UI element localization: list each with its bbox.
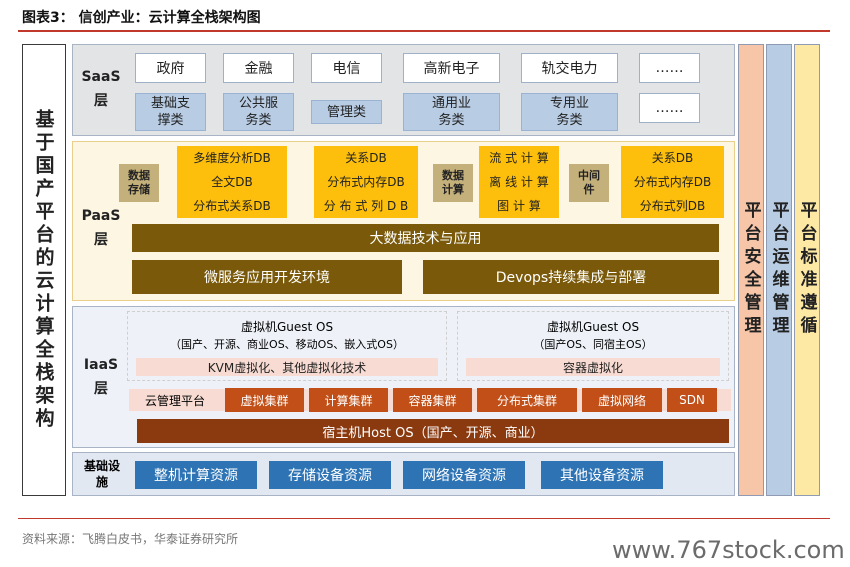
saas-row1-item: 高新电子 bbox=[403, 53, 500, 83]
architecture-label: 基于国产平台的云计算全栈架构 bbox=[32, 109, 55, 431]
source-note: 资料来源：飞腾白皮书，华泰证券研究所 bbox=[22, 532, 239, 546]
saas-row2-item: 专用业务类 bbox=[521, 93, 618, 131]
paas-storage-item: 分布式关系DB bbox=[193, 199, 271, 213]
infra-item: 存储设备资源 bbox=[269, 461, 391, 489]
paas-storage-item: 多维度分析DB bbox=[193, 151, 271, 165]
watermark: www.767stock.com bbox=[612, 536, 845, 564]
platform-security-column: 平台安全管理 bbox=[738, 44, 764, 496]
cluster-box: 分布式集群 bbox=[477, 388, 577, 412]
saas-row2-item: …… bbox=[639, 93, 700, 123]
vm1-subtitle: （国产、开源、商业OS、移动OS、嵌入式OS） bbox=[170, 338, 404, 351]
saas-layer: SaaS层 政府 金融 电信 高新电子 轨交电力 …… 基础支撑类 公共服务类 … bbox=[72, 44, 735, 136]
platform-standard-label: 平台标准遵循 bbox=[796, 201, 817, 339]
paas-tag-middleware: 中间件 bbox=[569, 164, 609, 202]
cluster-box: 虚拟集群 bbox=[225, 388, 304, 412]
paas-microservice-bar: 微服务应用开发环境 bbox=[132, 260, 402, 294]
paas-middleware-item: 分布式列DB bbox=[639, 199, 706, 213]
title-rule bbox=[18, 30, 830, 32]
paas-storage-item: 关系DB bbox=[345, 151, 387, 165]
platform-standard-column: 平台标准遵循 bbox=[794, 44, 820, 496]
saas-row1-item: 电信 bbox=[311, 53, 382, 83]
paas-tag-storage: 数据存储 bbox=[119, 164, 159, 202]
vm2-subtitle: （国产OS、同宿主OS） bbox=[533, 338, 653, 351]
paas-middleware-group: 关系DB 分布式内存DB 分布式列DB bbox=[621, 146, 724, 218]
architecture-label-box: 基于国产平台的云计算全栈架构 bbox=[22, 44, 66, 496]
paas-storage-group-2: 关系DB 分布式内存DB 分 布 式 列 D B bbox=[314, 146, 418, 218]
cloud-mgmt-label: 云管理平台 bbox=[144, 393, 205, 408]
vm-group-1: 虚拟机Guest OS （国产、开源、商业OS、移动OS、嵌入式OS） KVM虚… bbox=[127, 311, 447, 381]
platform-ops-column: 平台运维管理 bbox=[766, 44, 792, 496]
infra-label: 基础设施 bbox=[83, 459, 120, 489]
infra-item: 整机计算资源 bbox=[135, 461, 257, 489]
infra-item: 其他设备资源 bbox=[541, 461, 663, 489]
iaas-layer: IaaS层 虚拟机Guest OS （国产、开源、商业OS、移动OS、嵌入式OS… bbox=[72, 306, 735, 448]
host-os-bar: 宿主机Host OS（国产、开源、商业） bbox=[137, 419, 729, 443]
vm2-virtualization-bar: 容器虚拟化 bbox=[466, 358, 720, 376]
paas-bigdata-bar: 大数据技术与应用 bbox=[132, 224, 719, 252]
saas-row1-item: …… bbox=[639, 53, 700, 83]
paas-tag-compute: 数据计算 bbox=[433, 164, 473, 202]
saas-row2-item: 公共服务类 bbox=[223, 93, 294, 131]
figure-title: 图表3： 信创产业：云计算全栈架构图 bbox=[22, 10, 261, 26]
platform-ops-label: 平台运维管理 bbox=[768, 201, 789, 339]
cluster-box: 容器集群 bbox=[393, 388, 472, 412]
saas-row1-item: 金融 bbox=[223, 53, 294, 83]
saas-row2-item: 通用业务类 bbox=[403, 93, 500, 131]
vm1-virtualization-bar: KVM虚拟化、其他虚拟化技术 bbox=[136, 358, 438, 376]
cluster-box: SDN bbox=[667, 388, 717, 412]
cluster-box: 虚拟网络 bbox=[582, 388, 662, 412]
infra-layer: 基础设施 整机计算资源 存储设备资源 网络设备资源 其他设备资源 bbox=[72, 452, 735, 496]
paas-compute-item: 图 计 算 bbox=[497, 199, 541, 213]
paas-storage-item: 分布式内存DB bbox=[327, 175, 405, 189]
paas-storage-group: 多维度分析DB 全文DB 分布式关系DB bbox=[177, 146, 287, 218]
paas-devops-bar: Devops持续集成与部署 bbox=[423, 260, 719, 294]
infra-item: 网络设备资源 bbox=[403, 461, 525, 489]
footer-rule bbox=[18, 518, 830, 519]
paas-label: PaaS层 bbox=[81, 208, 121, 248]
iaas-label: IaaS层 bbox=[83, 357, 119, 397]
vm2-title: 虚拟机Guest OS bbox=[546, 320, 640, 334]
paas-middleware-item: 分布式内存DB bbox=[633, 175, 712, 189]
paas-storage-item: 分 布 式 列 D B bbox=[323, 199, 409, 213]
saas-row2-item: 管理类 bbox=[311, 100, 382, 124]
saas-row2-item: 基础支撑类 bbox=[135, 93, 206, 131]
paas-layer: PaaS层 数据存储 多维度分析DB 全文DB 分布式关系DB 关系DB 分布式… bbox=[72, 141, 735, 301]
vm-group-2: 虚拟机Guest OS （国产OS、同宿主OS） 容器虚拟化 bbox=[457, 311, 729, 381]
paas-storage-item: 全文DB bbox=[211, 175, 253, 189]
saas-row1-item: 轨交电力 bbox=[521, 53, 618, 83]
vm1-title: 虚拟机Guest OS bbox=[240, 320, 334, 334]
paas-compute-group: 流 式 计 算 离 线 计 算 图 计 算 bbox=[479, 146, 559, 218]
cluster-box: 计算集群 bbox=[309, 388, 388, 412]
saas-row1-item: 政府 bbox=[135, 53, 206, 83]
paas-middleware-item: 关系DB bbox=[651, 151, 694, 165]
saas-label: SaaS层 bbox=[81, 69, 121, 109]
platform-security-label: 平台安全管理 bbox=[740, 201, 761, 339]
paas-compute-item: 离 线 计 算 bbox=[489, 175, 549, 189]
paas-compute-item: 流 式 计 算 bbox=[489, 151, 549, 165]
